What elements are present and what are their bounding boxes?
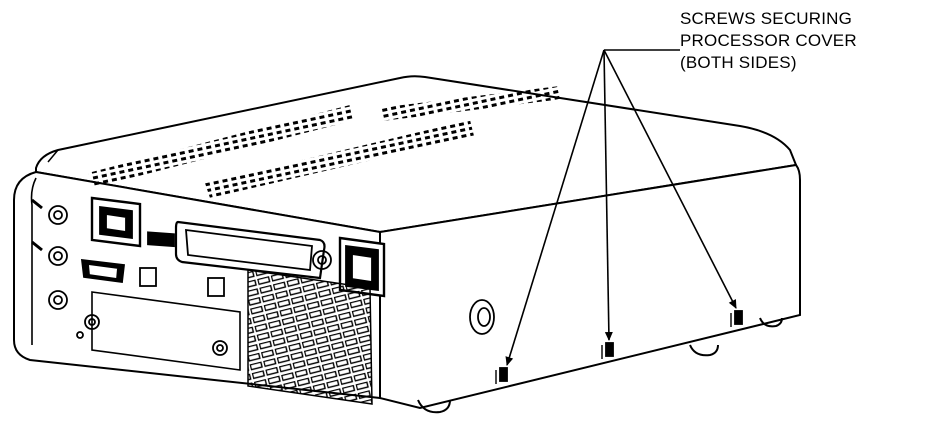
bnc-connector-2 [48,246,68,266]
callout-label: SCREWS SECURING PROCESSOR COVER (BOTH SI… [680,8,932,74]
rj-jack-2 [207,277,225,297]
callout-line-2: PROCESSOR COVER [680,31,857,50]
plate-knob-right [212,340,228,356]
leader-screw-3 [603,49,737,309]
callout-line-1: SCREWS SECURING [680,9,853,28]
db25-connector [174,220,326,280]
cover-screw-3 [734,310,743,325]
rear-bezel [30,177,37,345]
foot-front-right [689,344,719,357]
access-plate [91,291,241,371]
side-details [417,299,783,414]
leader-screw-2 [603,49,613,341]
top-vents [88,86,563,198]
side-key-lock [469,299,495,335]
foot-front-left [417,399,451,414]
db9-connector [80,258,125,284]
output-receptacle [338,236,386,298]
foot-rear-right [759,317,783,328]
fuse-holder [312,250,332,270]
cover-screw-2 [605,342,614,357]
top-vent-center [205,120,474,198]
cover-screw-1 [499,367,508,382]
rj-jack-1 [139,267,157,287]
bnc-connector-1 [48,205,68,225]
rear-grill [247,269,373,405]
bnc-connector-3 [48,290,68,310]
plate-knob-left [84,314,100,330]
right-side-cover [379,163,801,410]
top-vent-left [88,105,355,188]
power-inlet [90,196,142,248]
top-vent-right [378,86,563,121]
rear-components [31,196,386,371]
leader-screw-1 [505,49,605,366]
callout-line-3: (BOTH SIDES) [680,53,797,72]
dip-switch [147,231,175,248]
callout-leaders [505,49,737,366]
